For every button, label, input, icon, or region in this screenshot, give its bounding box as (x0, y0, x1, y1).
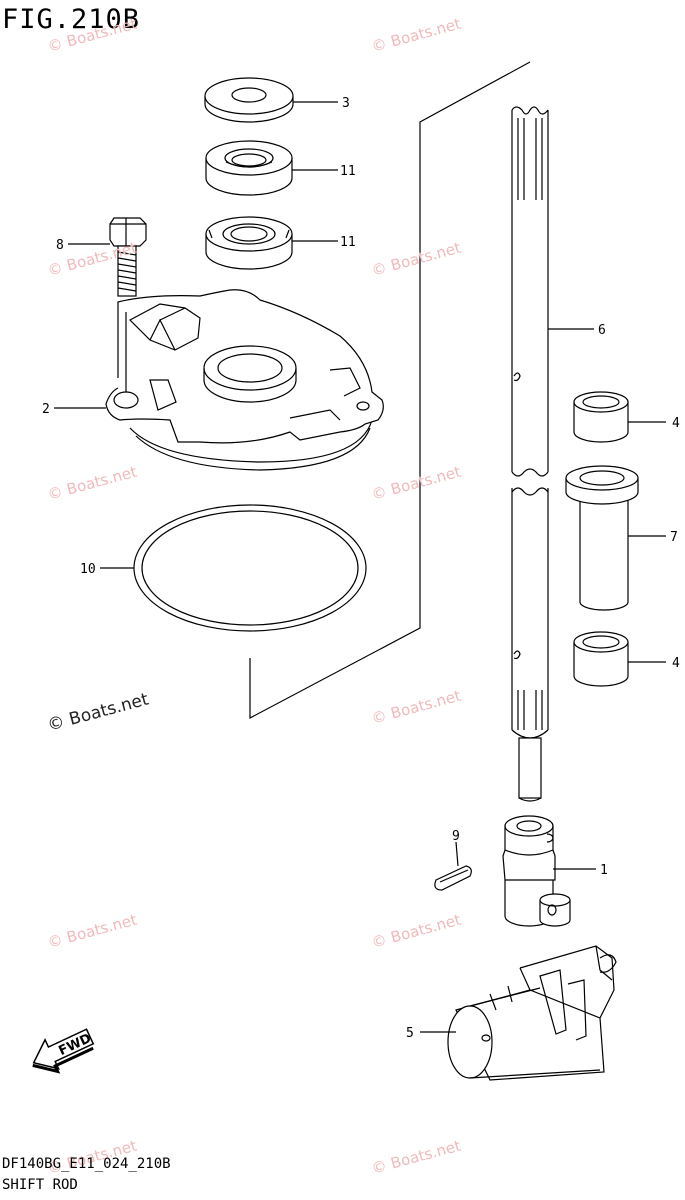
assembly-bracket-line (249, 61, 531, 719)
callout-5: 5 (406, 1026, 414, 1041)
part-5-shift-cam[interactable] (447, 945, 617, 1081)
callout-4-lower: 4 (672, 656, 680, 671)
callout-4-upper: 4 (672, 416, 680, 431)
part-11-oil-seal-lower[interactable] (205, 216, 293, 270)
leader-lines (54, 101, 666, 1033)
callout-labels: 3 11 11 8 6 2 4 7 10 4 9 1 5 (42, 96, 680, 1041)
part-10-o-ring[interactable] (133, 504, 367, 632)
callout-2: 2 (42, 402, 50, 417)
part-4-bushing-lower[interactable] (573, 631, 629, 687)
callout-8: 8 (56, 238, 64, 253)
part-8-bolt[interactable] (109, 217, 147, 297)
figure-name: SHIFT ROD (2, 1177, 78, 1193)
figure-title: FIG.210B (2, 4, 141, 35)
callout-10: 10 (80, 562, 96, 577)
fwd-arrow-icon: FWD (32, 1028, 95, 1074)
part-2-housing[interactable] (105, 289, 384, 471)
callout-7: 7 (670, 530, 678, 545)
figure-code: DF140BG_E11_024_210B (2, 1156, 171, 1172)
callout-11-upper: 11 (340, 164, 356, 179)
callout-6: 6 (598, 323, 606, 338)
part-7-sleeve[interactable] (565, 465, 639, 611)
callout-11-lower: 11 (340, 235, 356, 250)
callout-1: 1 (600, 863, 608, 878)
part-9-pin[interactable] (434, 865, 472, 891)
part-4-bushing-upper[interactable] (573, 391, 629, 443)
part-6-shift-rod[interactable] (511, 106, 549, 802)
part-3-washer[interactable] (204, 77, 294, 123)
part-1-joint[interactable] (502, 815, 571, 927)
callout-9: 9 (452, 829, 460, 844)
callout-3: 3 (342, 96, 350, 111)
part-11-oil-seal-upper[interactable] (205, 140, 293, 196)
